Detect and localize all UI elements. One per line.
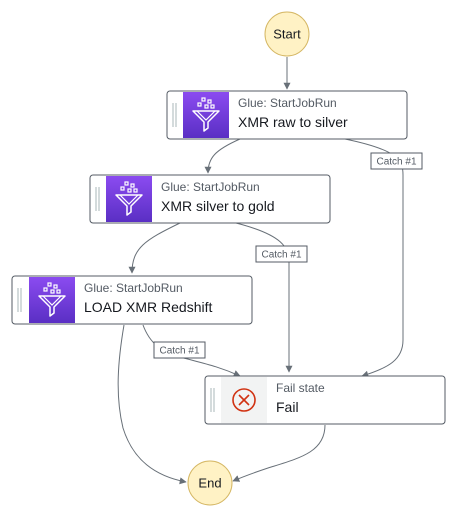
state-name-label: Fail — [276, 399, 299, 415]
state-type-label: Glue: StartJobRun — [161, 180, 260, 194]
catch-label-2-text: Catch #1 — [261, 250, 301, 261]
end-label: End — [198, 476, 221, 491]
glue-crawler-icon — [106, 176, 152, 222]
start-node[interactable]: Start — [264, 11, 310, 57]
glue-crawler-icon — [29, 277, 75, 323]
drag-handle[interactable] — [172, 103, 177, 127]
state-name-label: XMR silver to gold — [161, 198, 275, 214]
catch-label-1: Catch #1 — [370, 152, 423, 170]
catch-label-3: Catch #1 — [153, 341, 206, 359]
state-type-label: Fail state — [276, 381, 325, 395]
edge-raw-to-silver — [204, 138, 241, 174]
state-xmr-raw-to-silver[interactable]: Glue: StartJobRun XMR raw to silver — [166, 90, 408, 140]
edge-load-to-end — [117, 324, 187, 485]
drag-handle[interactable] — [210, 388, 215, 412]
state-xmr-silver-to-gold[interactable]: Glue: StartJobRun XMR silver to gold — [89, 174, 331, 224]
catch-label-1-text: Catch #1 — [376, 157, 416, 168]
start-label: Start — [273, 27, 301, 42]
drag-handle[interactable] — [17, 288, 22, 312]
state-load-xmr-redshift[interactable]: Glue: StartJobRun LOAD XMR Redshift — [11, 275, 253, 325]
edge-raw-catch-to-fail — [344, 138, 404, 378]
state-type-label: Glue: StartJobRun — [238, 96, 337, 110]
state-name-label: LOAD XMR Redshift — [84, 299, 212, 315]
catch-label-2: Catch #1 — [255, 245, 308, 263]
state-name-label: XMR raw to silver — [238, 114, 348, 130]
edge-fail-to-end — [232, 424, 326, 482]
glue-crawler-icon — [183, 92, 229, 138]
catch-label-3-text: Catch #1 — [159, 346, 199, 357]
edge-silver-to-load — [128, 222, 181, 274]
end-node[interactable]: End — [187, 460, 233, 506]
drag-handle[interactable] — [95, 187, 100, 211]
state-fail[interactable]: Fail state Fail — [204, 375, 446, 425]
state-type-label: Glue: StartJobRun — [84, 281, 183, 295]
fail-x-circle-icon — [221, 377, 267, 423]
